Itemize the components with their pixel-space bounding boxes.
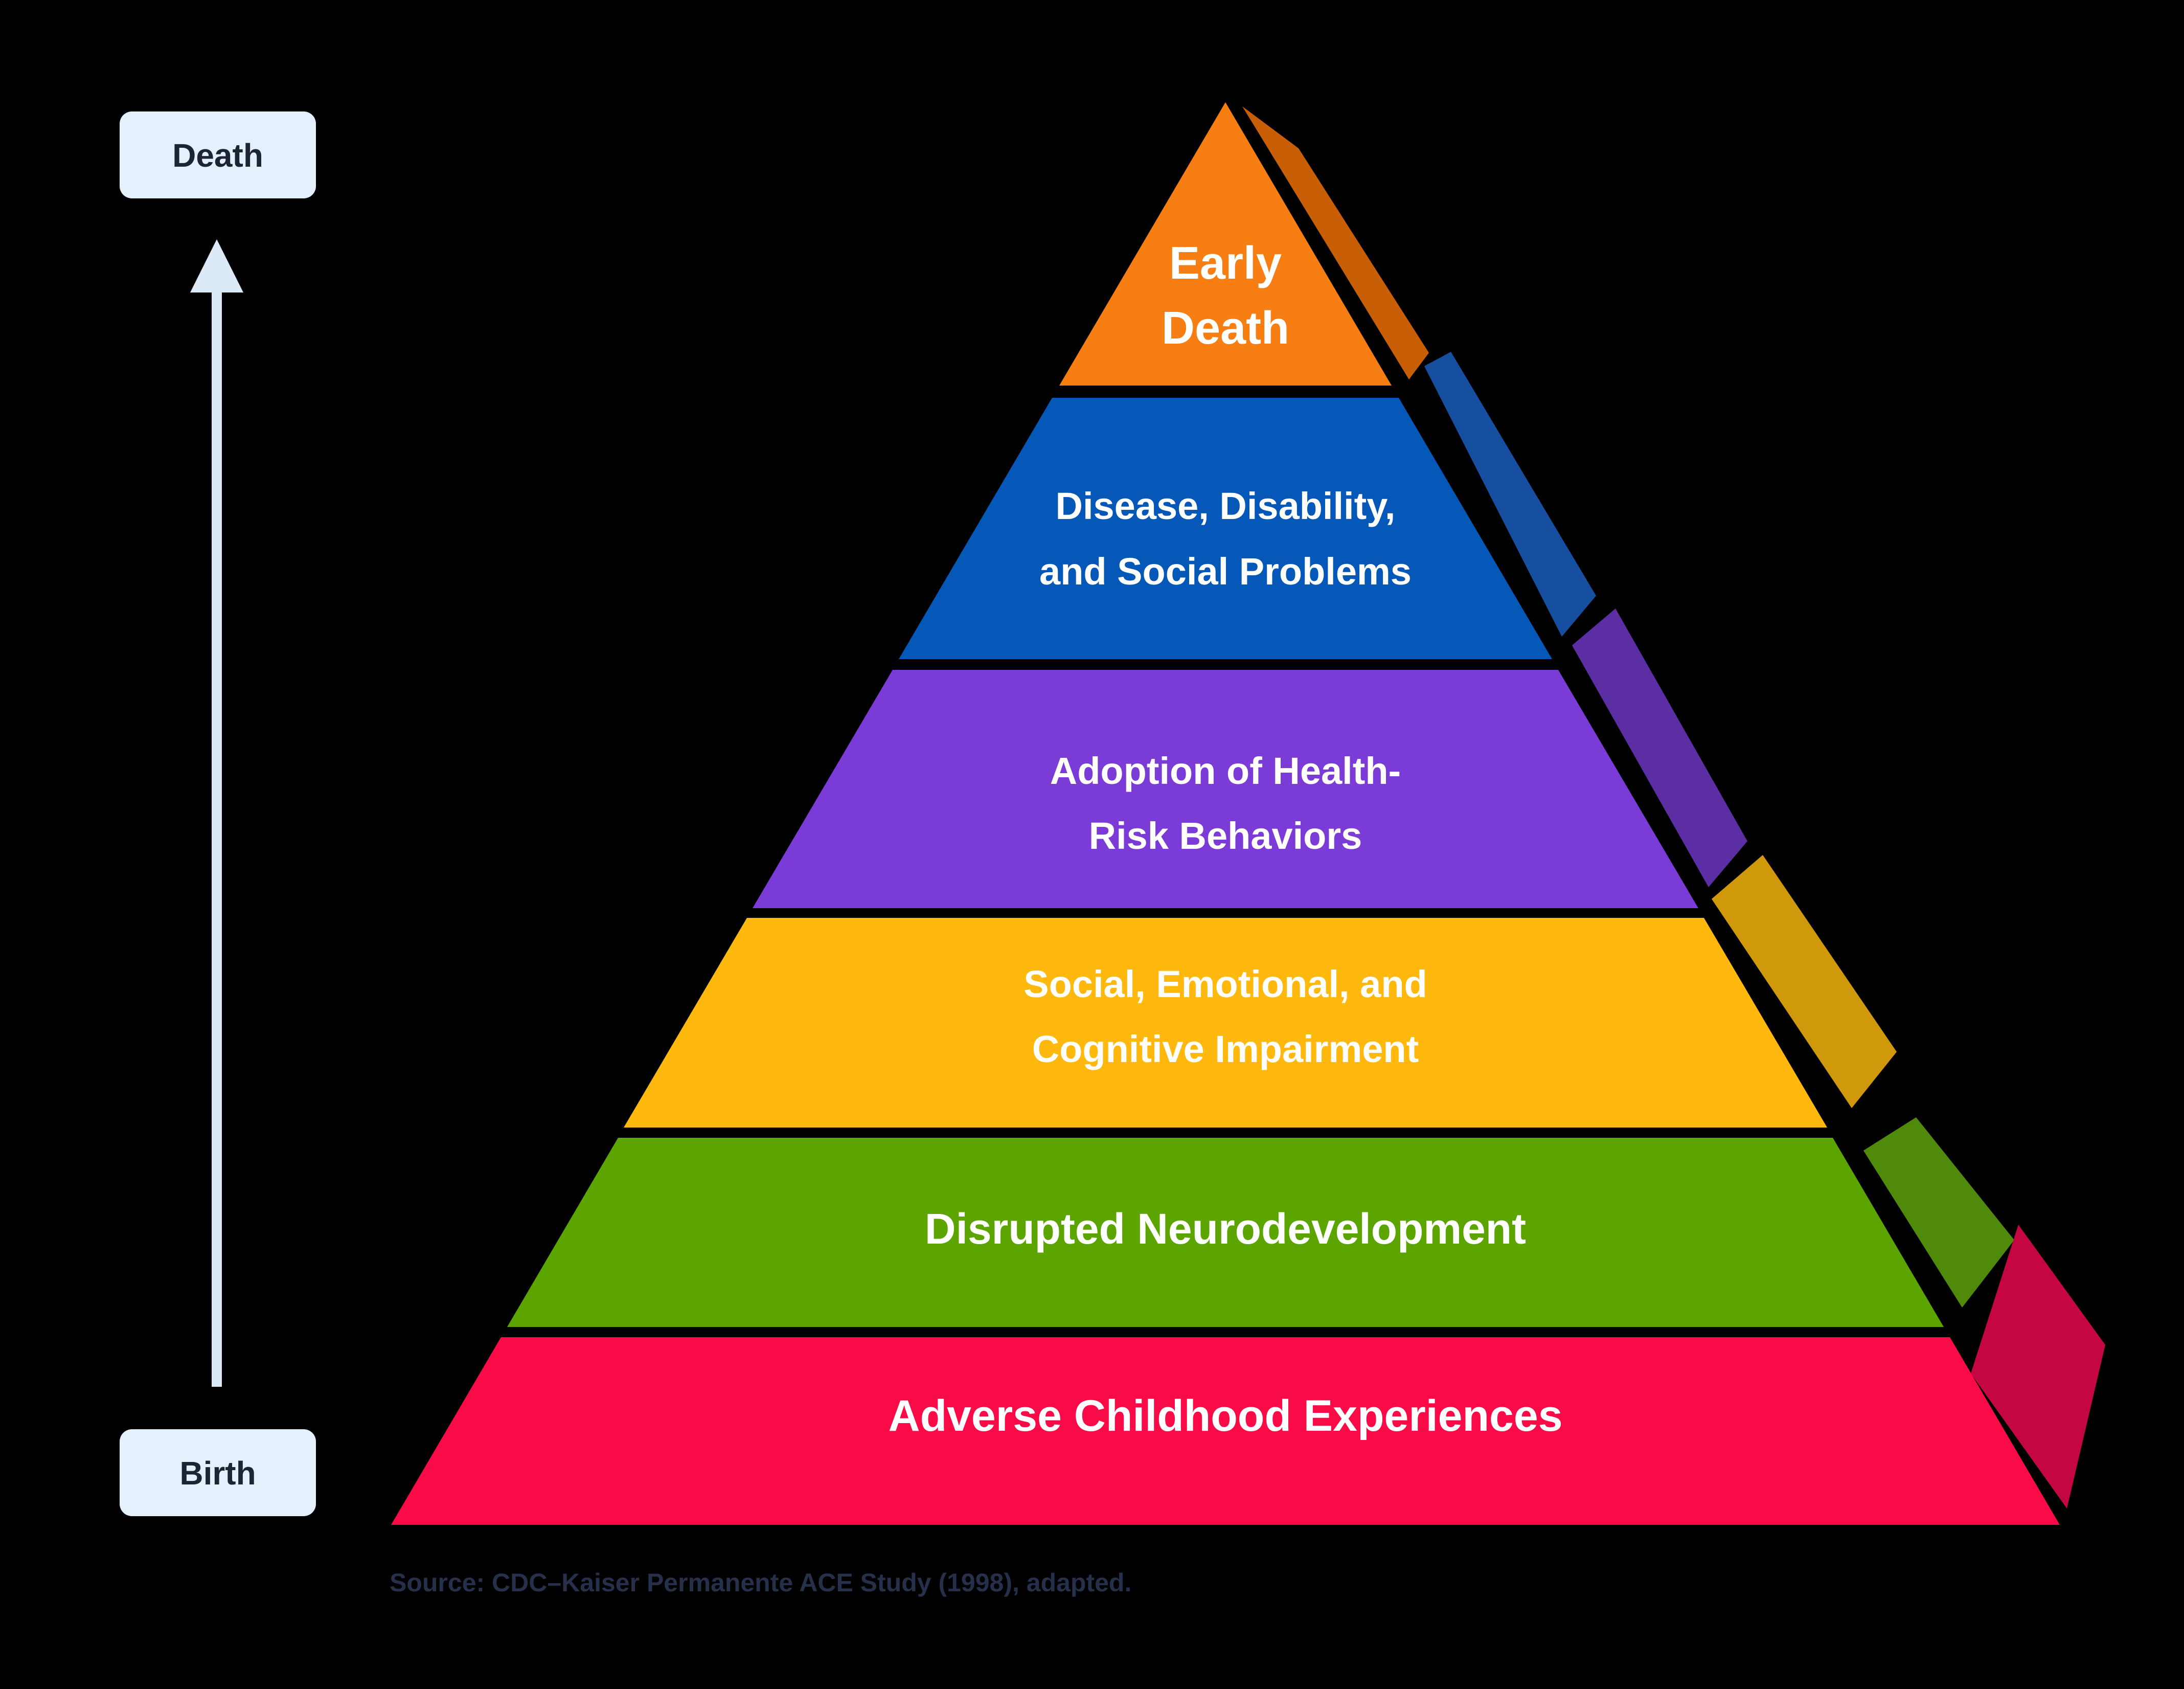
layer-label-early-death-line2: Death <box>1162 303 1289 354</box>
layer-front-health-risk-behaviors <box>753 670 1698 908</box>
layer-label-early-death-line1: Early <box>1169 238 1282 289</box>
birth-label: Birth <box>179 1455 256 1492</box>
layer-side-adverse-childhood-experiences <box>1971 1225 2105 1508</box>
timeline-axis: Death Birth <box>120 111 316 1516</box>
layer-side-disrupted-neurodevelopment <box>1863 1117 2014 1308</box>
layer-front-adverse-childhood-experiences <box>391 1337 2060 1525</box>
layer-label-health-risk-behaviors-line2: Risk Behaviors <box>1089 815 1362 857</box>
layer-side-early-death <box>1242 106 1429 379</box>
layer-side-health-risk-behaviors <box>1572 609 1747 887</box>
layer-side-cognitive-impairment <box>1712 855 1897 1108</box>
layer-front-disrupted-neurodevelopment <box>507 1138 1944 1327</box>
layer-label-cognitive-impairment-line1: Social, Emotional, and <box>1023 963 1427 1005</box>
layer-label-disrupted-neurodevelopment-line1: Disrupted Neurodevelopment <box>925 1205 1526 1253</box>
source-note: Source: CDC–Kaiser Permanente ACE Study … <box>390 1568 1131 1597</box>
layer-label-adverse-childhood-experiences-line1: Adverse Childhood Experiences <box>888 1391 1562 1440</box>
layer-label-disease-disability-line1: Disease, Disability, <box>1056 485 1396 527</box>
layer-label-health-risk-behaviors-line1: Adoption of Health- <box>1050 750 1401 792</box>
death-label: Death <box>172 137 263 174</box>
layer-front-disease-disability <box>899 398 1552 659</box>
timeline-arrow-head-icon <box>190 239 243 292</box>
layer-side-disease-disability <box>1424 352 1596 637</box>
birth-label-box <box>120 1429 316 1516</box>
layer-front-early-death <box>1059 102 1392 386</box>
layer-front-cognitive-impairment <box>624 918 1827 1128</box>
layer-label-cognitive-impairment-line2: Cognitive Impairment <box>1032 1028 1419 1070</box>
layer-label-disease-disability-line2: and Social Problems <box>1039 550 1412 593</box>
death-label-box <box>120 111 316 198</box>
